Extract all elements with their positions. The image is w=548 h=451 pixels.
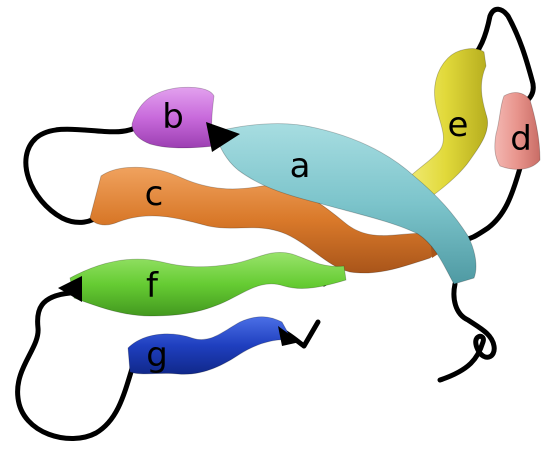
segment-label-d: d [510,119,532,159]
segment-label-f: f [146,266,159,306]
segment-c-ribbon [89,166,447,274]
segment-label-a: a [290,146,311,186]
segment-b-ribbon [131,86,215,149]
coil-e-to-d-loop [465,6,536,107]
segment-d-ribbon [494,92,541,170]
segment-label-b: b [162,97,184,137]
segment-b [131,86,240,152]
segment-g [127,316,300,375]
segment-a-ribbon [213,123,477,285]
segment-b-cap [206,122,240,152]
coil-b-to-c-loop [23,125,138,225]
coil-d-to-c-tail [457,165,523,243]
segment-g-cap [278,326,300,346]
coil-a-tail [437,281,497,383]
segment-a [213,123,477,285]
segment-f-ribbon [69,251,347,317]
segment-e-ribbon [403,48,488,197]
segment-d [494,92,541,170]
segment-e [403,48,488,197]
segment-labels: a b c d e f g [145,97,532,375]
coil-f-to-g-loop [15,290,137,442]
segment-f-cap [58,276,82,302]
segment-label-c: c [145,174,164,214]
segment-label-g: g [146,335,168,375]
segment-f [58,251,347,317]
segment-label-e: e [448,105,469,145]
